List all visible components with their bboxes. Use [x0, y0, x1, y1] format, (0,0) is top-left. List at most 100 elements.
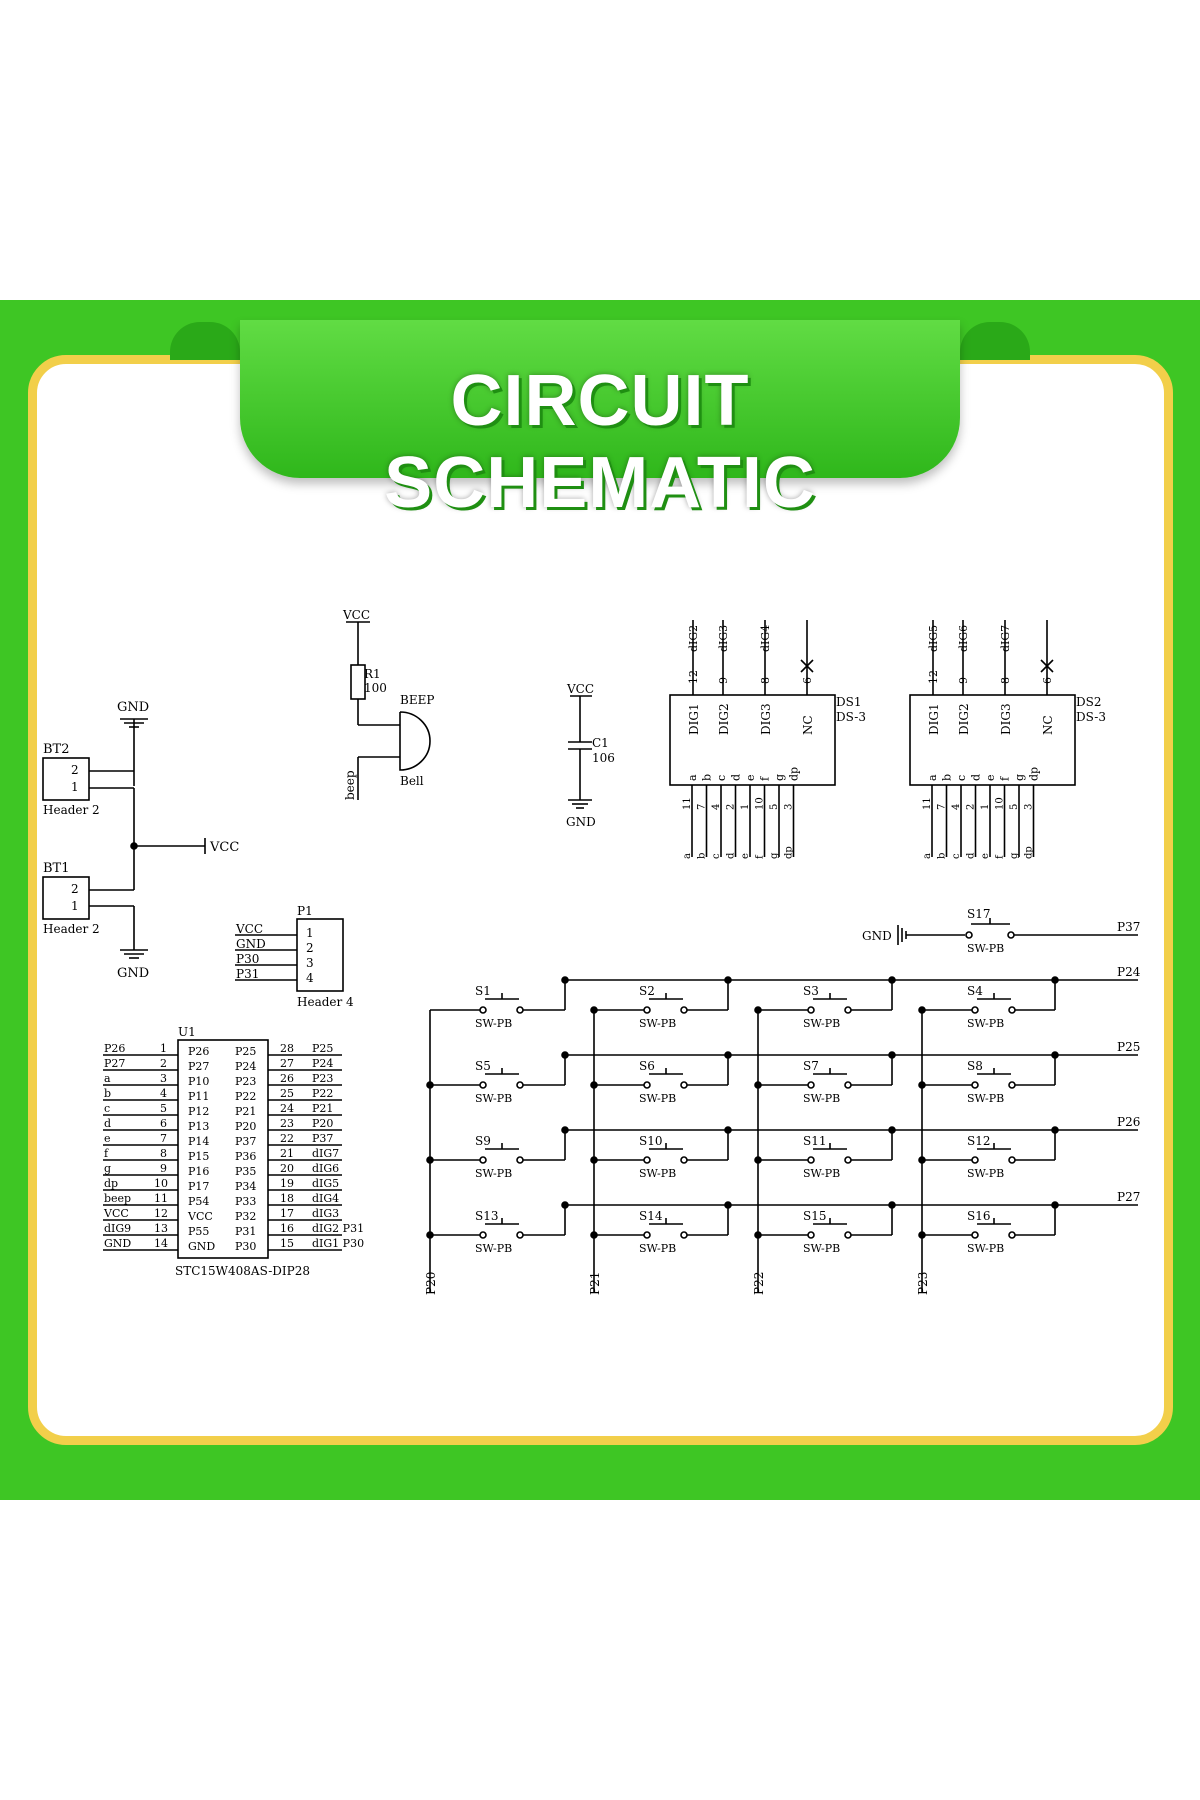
- switch-contact: [479, 1006, 487, 1014]
- switch-label: S10: [639, 1134, 663, 1148]
- u1-right-name: P35: [235, 1165, 256, 1178]
- p1-net: VCC: [235, 922, 263, 936]
- u1-ref: U1: [178, 1025, 196, 1039]
- display_1-bottom-net: f: [755, 854, 766, 859]
- gnd-label-bottom: GND: [117, 966, 149, 981]
- display_2-dig-label: NC: [1041, 715, 1055, 735]
- display_2-dig-label: DIG3: [999, 703, 1013, 735]
- u1-right-name: P21: [235, 1105, 256, 1118]
- display_2-bottom-pin: 4: [951, 804, 962, 810]
- u1-right-name: P25: [235, 1045, 256, 1058]
- bt1-name: Header 2: [43, 922, 100, 936]
- keypad-junction: [561, 1126, 569, 1134]
- display_1-ref: DS1: [836, 695, 861, 709]
- display_1-bottom-pin: 3: [784, 804, 795, 810]
- u1-left-net: g: [104, 1162, 111, 1175]
- keypad-junction: [1051, 976, 1059, 984]
- u1-left-name: P55: [188, 1225, 209, 1238]
- u1-left-net: P26: [104, 1042, 125, 1055]
- display_1-seg-label: c: [715, 775, 728, 781]
- resistor-r1: [350, 664, 366, 700]
- keypad-junction: [1051, 1051, 1059, 1059]
- u1-right-net: dIG2 P31: [312, 1222, 364, 1235]
- switch-contact: [680, 1081, 688, 1089]
- u1-right-pin: 21: [280, 1147, 294, 1160]
- s17-contact: [1007, 931, 1015, 939]
- c1-vcc-label: VCC: [566, 682, 594, 696]
- bt2-name: Header 2: [43, 803, 100, 817]
- keypad-junction: [724, 976, 732, 984]
- display_2-top-net: dIG7: [999, 625, 1012, 652]
- s17-contact: [965, 931, 973, 939]
- p1-pin: 1: [306, 926, 314, 940]
- keypad-junction: [590, 1231, 598, 1239]
- bt1-pin-1: 1: [71, 899, 79, 913]
- display_1-bottom-pin: 10: [755, 797, 766, 810]
- p1-pin: 2: [306, 941, 314, 955]
- u1-right-pin: 24: [280, 1102, 294, 1115]
- bell-label: Bell: [400, 774, 424, 788]
- u1-left-pin: 5: [160, 1102, 167, 1115]
- display_1-body: [669, 694, 836, 786]
- keypad-junction: [590, 1006, 598, 1014]
- c1-value: 106: [592, 751, 615, 765]
- bell-symbol: [399, 711, 431, 771]
- u1-left-pin: 3: [160, 1072, 167, 1085]
- s17-type: SW-PB: [967, 942, 1004, 955]
- switch-contact: [516, 1156, 524, 1164]
- switch-type: SW-PB: [475, 1092, 512, 1105]
- display_2-dig-label: DIG1: [927, 703, 941, 735]
- display_1-dig-label: DIG1: [687, 703, 701, 735]
- switch-label: S2: [639, 984, 655, 998]
- keypad-column-net: P21: [588, 1272, 602, 1295]
- u1-right-name: P37: [235, 1135, 256, 1148]
- display_2-seg-label: a: [926, 774, 939, 781]
- switch-label: S5: [475, 1059, 491, 1073]
- keypad-junction: [590, 1081, 598, 1089]
- switch-contact: [516, 1231, 524, 1239]
- display_2-part: DS-3: [1076, 710, 1106, 724]
- bt1-header: [42, 876, 90, 920]
- keypad-junction: [724, 1051, 732, 1059]
- u1-right-name: P32: [235, 1210, 256, 1223]
- p1-pin: 3: [306, 956, 314, 970]
- u1-left-net: b: [104, 1087, 111, 1100]
- u1-right-net: P37: [312, 1132, 333, 1145]
- switch-type: SW-PB: [639, 1092, 676, 1105]
- keypad-row-net: P24: [1117, 965, 1141, 979]
- u1-right-pin: 22: [280, 1132, 294, 1145]
- battery-section: GND BT2 2 1 Header 2 VCC BT1 2 1 Header …: [42, 700, 239, 981]
- switch-contact: [643, 1081, 651, 1089]
- switch-type: SW-PB: [803, 1167, 840, 1180]
- u1-right-net: dIG7: [312, 1147, 339, 1160]
- u1-right-name: P34: [235, 1180, 256, 1193]
- display_1-bottom-net: b: [697, 853, 708, 859]
- switch-contact: [516, 1081, 524, 1089]
- display_1-bottom-net: a: [682, 853, 693, 859]
- u1-left-net: P27: [104, 1057, 125, 1070]
- u1-body: [177, 1039, 269, 1259]
- switch-contact: [1008, 1156, 1016, 1164]
- u1-right-net: P22: [312, 1087, 333, 1100]
- u1-left-pin: 7: [160, 1132, 167, 1145]
- u1-left-net: dIG9: [104, 1222, 131, 1235]
- u1-left-pin: 6: [160, 1117, 167, 1130]
- switch-contact: [844, 1231, 852, 1239]
- display_2-top-net: dIG5: [927, 625, 940, 652]
- switch-contact: [971, 1156, 979, 1164]
- display_1-dig-label: DIG2: [717, 703, 731, 735]
- u1-left-name: P54: [188, 1195, 209, 1208]
- u1-right-name: P33: [235, 1195, 256, 1208]
- keypad-junction: [426, 1156, 434, 1164]
- switch-contact: [844, 1006, 852, 1014]
- u1-left-net: c: [104, 1102, 110, 1115]
- c1-ref: C1: [592, 736, 609, 750]
- switch-contact: [643, 1006, 651, 1014]
- display_1-seg-label: f: [759, 776, 772, 781]
- switch-label: S8: [967, 1059, 983, 1073]
- beep-net-label: beep: [343, 770, 357, 800]
- u1-left-name: P14: [188, 1135, 209, 1148]
- u1-right-net: dIG3: [312, 1207, 339, 1220]
- bt1-ref: BT1: [43, 861, 70, 876]
